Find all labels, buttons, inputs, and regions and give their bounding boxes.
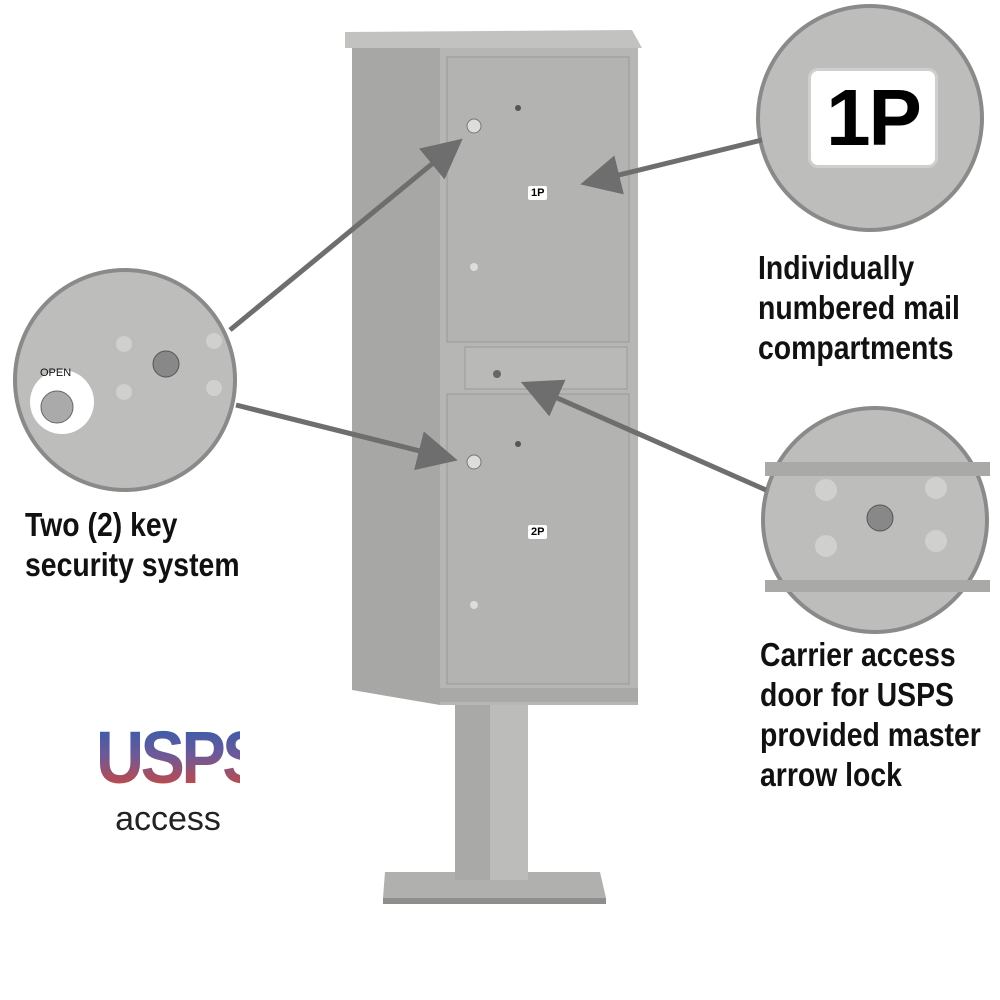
lower-door-hinge-pin <box>470 601 478 609</box>
carrier-lock-icon <box>866 504 894 532</box>
rivet-icon <box>815 479 837 501</box>
panel-trim-top <box>765 462 990 476</box>
mailbox-top-cap <box>345 30 642 48</box>
mailbox-cabinet <box>352 45 440 705</box>
callout-numbered-compartments: Individually numbered mail compartments <box>758 248 960 368</box>
arrow-to-number-plate <box>580 137 763 195</box>
rivet-icon <box>116 384 132 400</box>
rivet-icon <box>206 333 222 349</box>
callout-key-security: Two (2) key security system <box>25 505 240 585</box>
logo-brand: USPS <box>96 716 267 799</box>
lock-cylinder-icon <box>40 390 74 424</box>
lock-sticker-text: OPEN <box>40 367 72 379</box>
upper-door-lock-icon <box>466 118 482 134</box>
rivet-icon <box>206 380 222 396</box>
carrier-panel-lock-icon <box>493 370 501 378</box>
arrow-to-lower-lock <box>235 402 458 471</box>
lower-door-keyhole-icon <box>515 441 521 447</box>
usps-access-logo: USPS access <box>88 716 267 839</box>
rivet-icon <box>815 535 837 557</box>
callout-line: arrow lock <box>760 756 902 793</box>
pedestal-post <box>455 705 490 880</box>
callout-line: door for USPS <box>760 676 954 713</box>
upper-door-keyhole-icon <box>515 105 521 111</box>
lower-door-number-plate: 2P <box>528 525 548 539</box>
callout-line: Individually <box>758 249 915 286</box>
callout-line: compartments <box>758 329 954 366</box>
callout-carrier-access: Carrier access door for USPS provided ma… <box>760 635 981 795</box>
rivet-icon <box>116 336 132 352</box>
lower-door-lock-icon <box>466 454 482 470</box>
upper-door-number-plate: 1P <box>528 186 548 200</box>
callout-line: numbered mail <box>758 289 960 326</box>
panel-trim-bottom <box>765 580 990 592</box>
logo-subtitle: access <box>115 800 221 838</box>
callout-line: security system <box>25 546 240 583</box>
mailbox-bottom-trim <box>440 688 638 702</box>
callout-line: provided master <box>760 716 981 753</box>
keyhole-icon <box>152 350 180 378</box>
callout-line: Carrier access <box>760 636 956 673</box>
carrier-access-panel[interactable] <box>464 346 628 390</box>
upper-door-hinge-pin <box>470 263 478 271</box>
arrow-to-upper-lock <box>228 138 463 332</box>
arrow-to-carrier-panel <box>520 379 768 493</box>
pedestal-base-plate <box>383 872 606 898</box>
lower-door[interactable] <box>446 393 630 685</box>
pedestal-post-face <box>490 705 528 880</box>
pedestal-base-edge <box>383 898 606 904</box>
rivet-icon <box>925 477 947 499</box>
zoomed-number-plate: 1P <box>808 68 938 168</box>
callout-line: Two (2) key <box>25 506 178 543</box>
rivet-icon <box>925 530 947 552</box>
zoom-circle-key-lock <box>13 268 237 492</box>
